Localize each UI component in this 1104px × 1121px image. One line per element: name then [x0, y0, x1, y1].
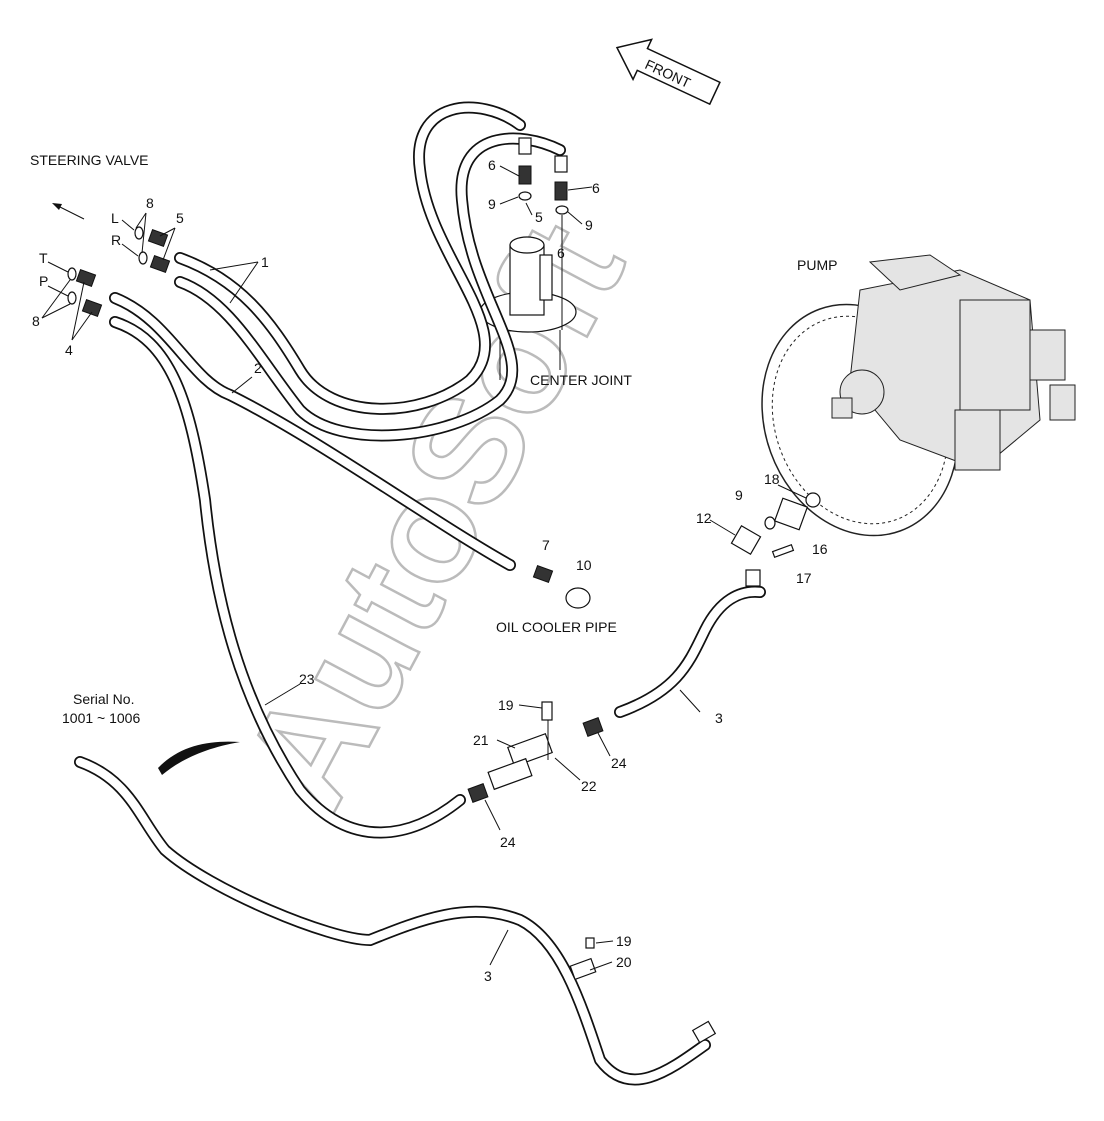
callout: 9 — [585, 217, 593, 233]
callout: 18 — [764, 471, 780, 487]
callout: 20 — [616, 954, 632, 970]
direction-arrow — [57, 205, 85, 220]
callout: 12 — [696, 510, 712, 526]
oil-cooler-pipe-label: OIL COOLER PIPE — [496, 619, 617, 635]
callout: 3 — [484, 968, 492, 984]
callout: 5 — [535, 209, 543, 225]
callout: 6 — [488, 157, 496, 173]
callout: 2 — [254, 360, 262, 376]
callout: 17 — [796, 570, 812, 586]
callout: 9 — [488, 196, 496, 212]
pump-assembly — [761, 254, 1076, 537]
port-p: P — [39, 273, 48, 289]
callout: 7 — [542, 537, 550, 553]
port-l: L — [111, 210, 119, 226]
serial-indicator-arrow — [158, 741, 240, 775]
callout: 19 — [616, 933, 632, 949]
callout: 8 — [32, 313, 40, 329]
callout: 22 — [581, 778, 597, 794]
callout: 5 — [176, 210, 184, 226]
fittings — [67, 137, 821, 1044]
oil-cooler-pipe-end — [565, 587, 591, 609]
callout: 16 — [812, 541, 828, 557]
callout: 23 — [299, 671, 315, 687]
callout: 3 — [715, 710, 723, 726]
center-joint — [479, 236, 577, 380]
callout: 8 — [146, 195, 154, 211]
steering-valve-label: STEERING VALVE — [30, 152, 149, 168]
callouts: 8 5 1 8 4 6 6 9 5 9 6 2 7 10 18 9 12 16 … — [32, 157, 828, 984]
leader-lines — [41, 165, 807, 971]
center-joint-label: CENTER JOINT — [530, 372, 632, 388]
callout: 24 — [500, 834, 516, 850]
front-arrow: FRONT — [615, 38, 721, 106]
callout: 6 — [557, 245, 565, 261]
callout: 19 — [498, 697, 514, 713]
port-t: T — [39, 250, 48, 266]
callout: 9 — [735, 487, 743, 503]
pump-label: PUMP — [797, 257, 837, 273]
callout: 21 — [473, 732, 489, 748]
callout: 10 — [576, 557, 592, 573]
hoses — [74, 101, 766, 1086]
callout: 6 — [592, 180, 600, 196]
port-r: R — [111, 232, 121, 248]
serial-label: Serial No. — [73, 691, 134, 707]
serial-range: 1001 ~ 1006 — [62, 710, 140, 726]
callout: 1 — [261, 254, 269, 270]
callout: 4 — [65, 342, 73, 358]
callout: 24 — [611, 755, 627, 771]
